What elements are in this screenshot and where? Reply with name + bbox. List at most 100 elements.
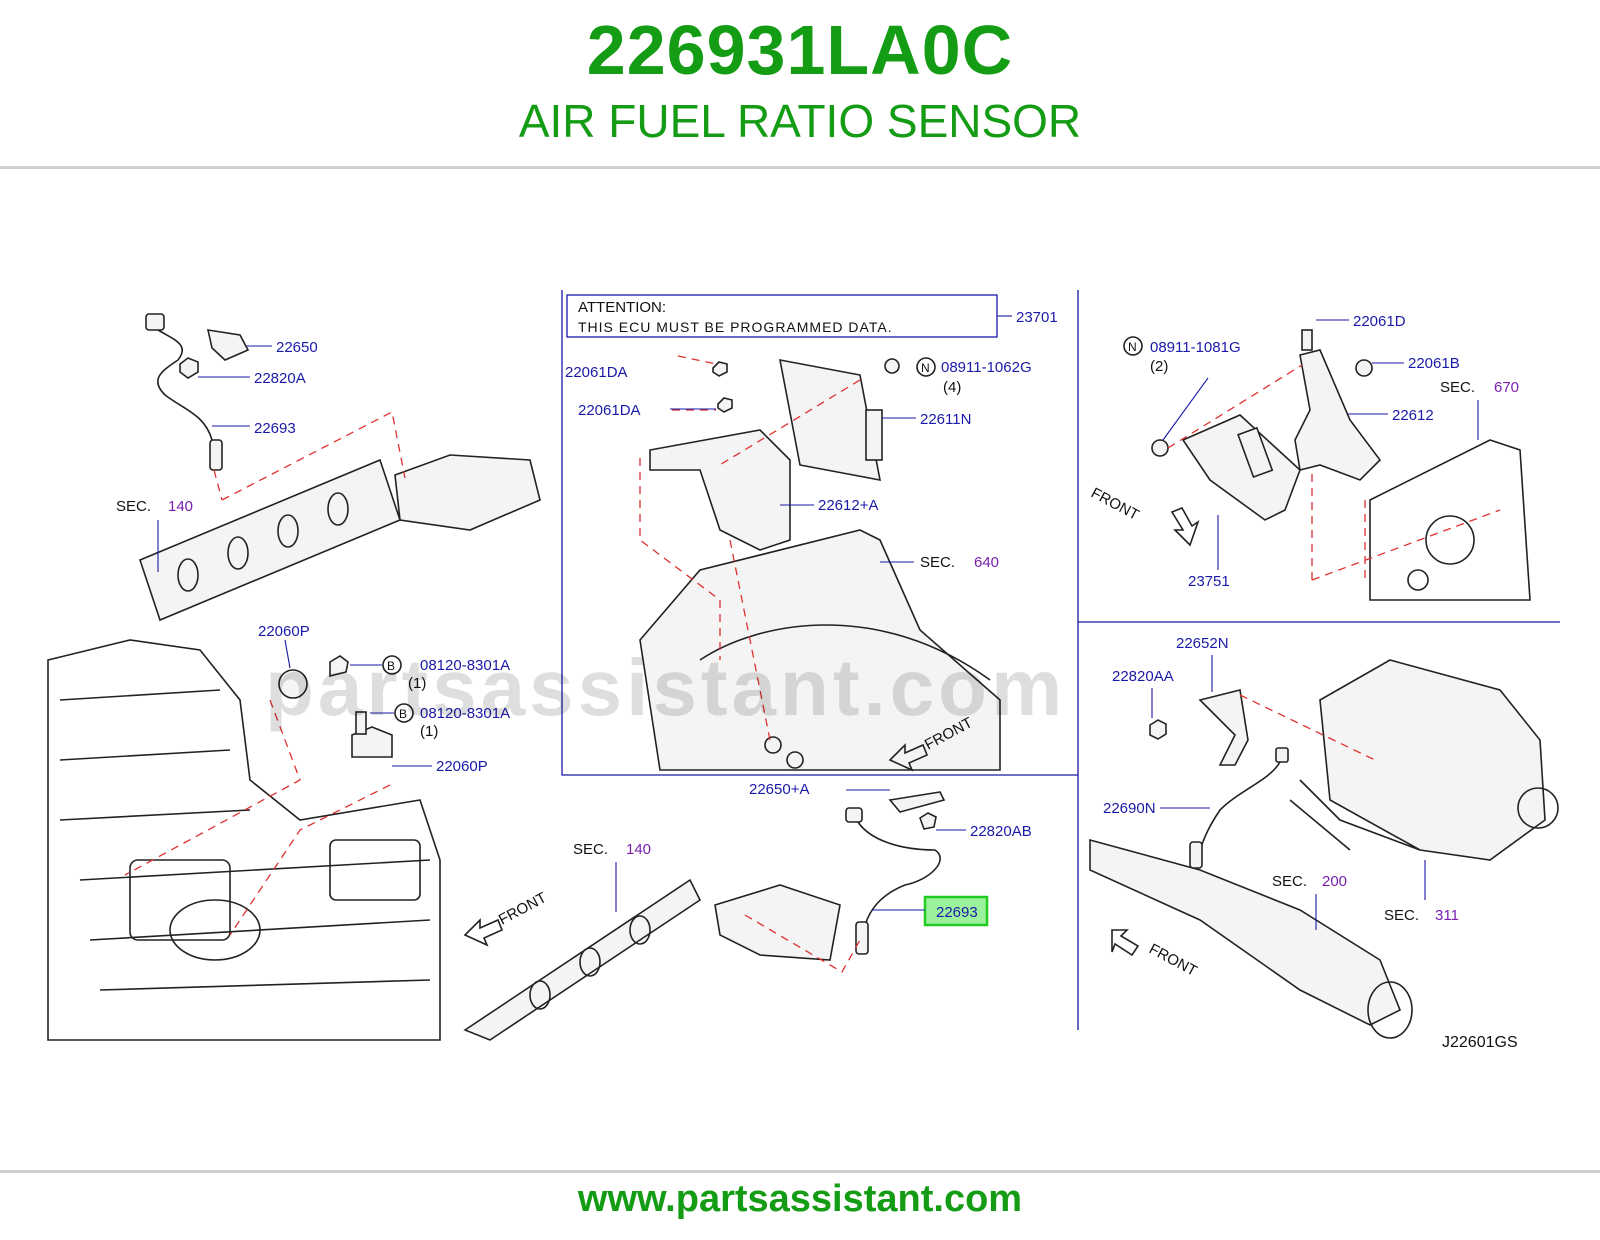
tcm-connector-icon <box>1237 426 1274 479</box>
sec-number-640: 640 <box>974 554 999 571</box>
sec-number-140b: 140 <box>626 841 651 858</box>
ecu-group: 22061DA 22061DA N 08911-1062G (4) 22611N… <box>565 355 1032 772</box>
callout-22612: 22612 <box>1392 407 1434 424</box>
callout-22061D: 22061D <box>1353 313 1406 330</box>
callout-22650A: 22650+A <box>749 781 809 798</box>
callout-22693-top: 22693 <box>254 420 296 437</box>
qty-08120-a: (1) <box>408 675 426 692</box>
watermark-text: partsassistant.com <box>265 643 1066 732</box>
sec-label-140a: SEC. <box>116 498 151 515</box>
sec-label-640: SEC. <box>920 554 955 571</box>
bolt-22061D-icon <box>1301 329 1313 351</box>
nut-08911-1062G-icon <box>884 358 900 374</box>
front-arrow-right-top-icon <box>1170 506 1200 547</box>
sensor-connector-lower-icon <box>845 807 863 823</box>
diagram-code: J22601GS <box>1442 1034 1518 1051</box>
part-number-title: 226931LA0C <box>586 11 1014 89</box>
dash-panel-640-icon <box>639 529 1001 771</box>
sec-label-200: SEC. <box>1272 873 1307 890</box>
sec-label-670: SEC. <box>1440 379 1475 396</box>
qty-08911-1062G: (4) <box>943 379 961 396</box>
callout-22652N: 22652N <box>1176 635 1229 652</box>
qty-08120-b: (1) <box>420 723 438 740</box>
bracket-22650A-icon <box>888 791 946 813</box>
ecu-bracket-22612A-icon <box>649 429 791 551</box>
highlight-box-22693 <box>923 895 989 927</box>
transmission-group: 22652N 22820AA 22690N SEC. 200 SEC. 311 … <box>1089 635 1559 1051</box>
header-divider <box>0 166 1600 169</box>
attention-text: THIS ECU MUST BE PROGRAMMED DATA. <box>578 319 893 335</box>
prefix-n-b: N <box>1128 340 1137 354</box>
bracket-22650-icon <box>206 329 250 361</box>
engine-block-group: 22060P B 08120-8301A (1) B 08120-8301A (… <box>47 623 550 1041</box>
footer-website-link[interactable]: www.partsassistant.com <box>577 1178 1023 1220</box>
sensor-wire-lower-icon <box>857 821 941 926</box>
callout-22820AB: 22820AB <box>970 823 1032 840</box>
tcm-module-23751-icon <box>1181 414 1301 521</box>
callout-23751: 23751 <box>1188 573 1230 590</box>
callout-22612A: 22612+A <box>818 497 878 514</box>
sensor-wire-icon <box>156 329 217 471</box>
sec-number-311: 311 <box>1435 907 1459 924</box>
sensor-connector-icon <box>145 313 165 331</box>
bolt-08120-a-icon <box>329 655 349 678</box>
callout-22611N: 22611N <box>920 411 971 428</box>
front-arrow-lower-left-icon <box>463 918 504 947</box>
callout-23701: 23701 <box>1016 309 1058 326</box>
bolt-22061DA-a-icon <box>712 361 728 377</box>
callout-08911-1081G: 08911-1081G <box>1150 339 1241 356</box>
callout-22061B: 22061B <box>1408 355 1460 372</box>
callout-22650: 22650 <box>276 339 318 356</box>
prefix-n-a: N <box>921 361 930 375</box>
sensor-wire-rear-icon <box>1199 761 1281 851</box>
sensor-connector-rear-icon <box>1275 747 1289 763</box>
transmission-311-icon <box>1319 659 1546 861</box>
front-arrow-center-icon <box>888 743 929 772</box>
exhaust-manifold-lower-icon <box>463 878 702 1041</box>
callout-22061DA-b: 22061DA <box>578 402 641 419</box>
sec-number-670: 670 <box>1494 379 1519 396</box>
catalytic-converter-lower-icon <box>714 884 841 961</box>
o2-sensor-22693-icon <box>855 921 869 955</box>
exhaust-manifold-upper-icon <box>139 458 401 622</box>
bolt-08120-b-icon <box>355 711 367 735</box>
ecu-connector-icon <box>865 409 883 461</box>
callout-22690N: 22690N <box>1103 800 1156 817</box>
qty-08911-1081G: (2) <box>1150 358 1168 375</box>
callout-22060P-b: 22060P <box>436 758 488 775</box>
catalytic-converter-upper-icon <box>394 454 541 531</box>
callout-22820A: 22820A <box>254 370 306 387</box>
page-header: 226931LA0C AIR FUEL RATIO SENSOR <box>0 0 1600 168</box>
sec-label-311: SEC. <box>1384 907 1419 924</box>
nut-22061B-icon <box>1355 359 1373 377</box>
front-label-lower-left: FRONT <box>496 889 550 928</box>
sec-label-140b: SEC. <box>573 841 608 858</box>
prefix-b-b: B <box>399 707 407 721</box>
bracket-22612-icon <box>1294 349 1382 481</box>
callout-22820AA: 22820AA <box>1112 668 1174 685</box>
bolt-22820AA-icon <box>1149 719 1167 740</box>
upper-manifold-group: 22650 22820A 22693 SEC. 140 <box>116 313 541 622</box>
callout-08120-b: 08120-8301A <box>420 705 510 722</box>
exhaust-pipe-200-icon <box>1089 838 1402 1026</box>
sec-number-200: 200 <box>1322 873 1347 890</box>
attention-title: ATTENTION: <box>578 299 666 316</box>
o2-sensor-upper-icon <box>209 439 223 471</box>
front-arrow-right-bottom-icon <box>1111 929 1140 957</box>
lower-manifold-group: 22650+A 22820AB 22693 SEC. 140 <box>463 781 1032 1041</box>
prefix-b-a: B <box>387 659 395 673</box>
callout-22060P-a: 22060P <box>258 623 310 640</box>
knock-sensor-a-icon <box>278 669 308 699</box>
bracket-22652N-icon <box>1198 689 1249 766</box>
tcm-group: N 08911-1081G (2) 22061D 22061B 22612 23… <box>1088 313 1531 601</box>
callout-22693-highlight: 22693 <box>936 904 978 921</box>
callout-08911-1062G: 08911-1062G <box>941 359 1032 376</box>
front-label-right-bottom: FRONT <box>1146 941 1200 980</box>
bolt-22061DA-b-icon <box>717 397 733 413</box>
callout-22061DA-a: 22061DA <box>565 364 628 381</box>
sec-number-140a: 140 <box>168 498 193 515</box>
bolt-22820AB-icon <box>919 812 937 830</box>
nut-08911-1081G-icon <box>1151 439 1169 457</box>
part-name-subtitle: AIR FUEL RATIO SENSOR <box>518 95 1082 147</box>
